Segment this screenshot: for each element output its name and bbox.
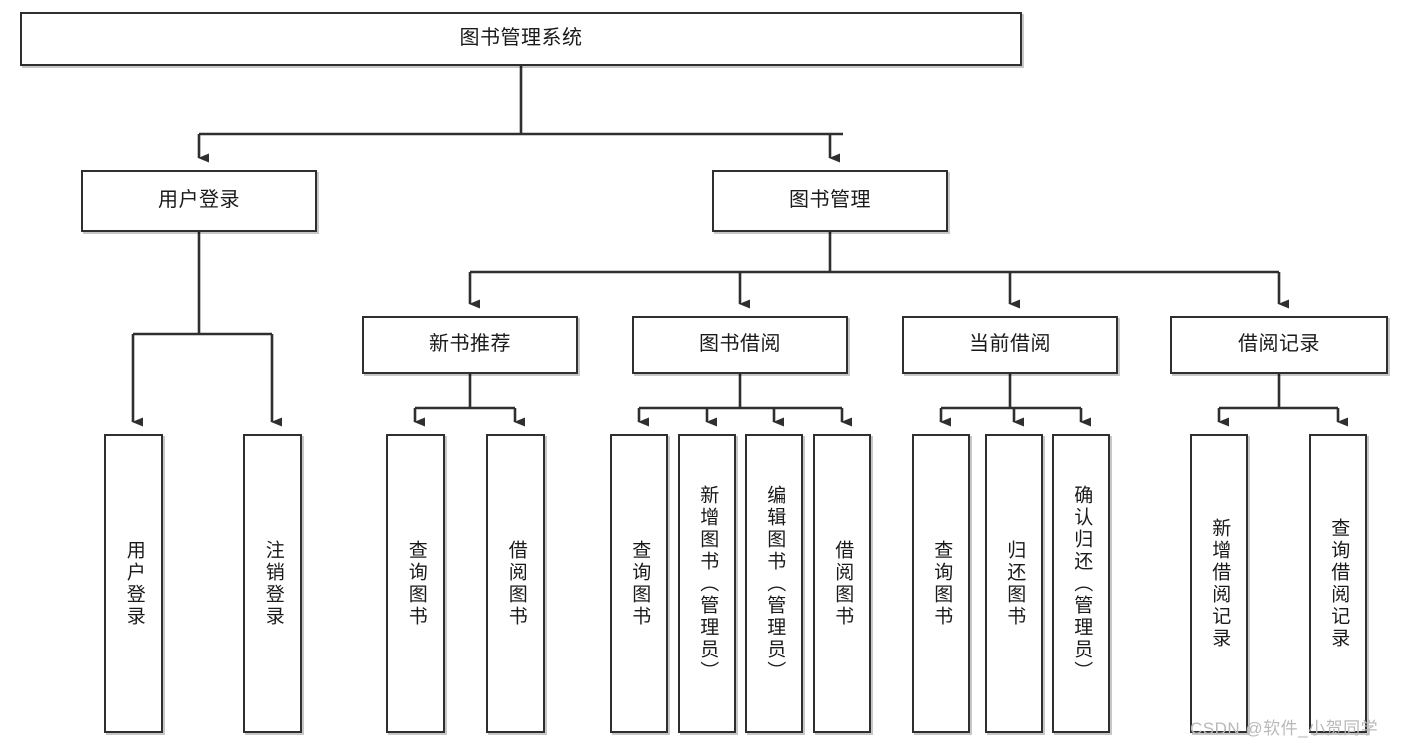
leaf-bb-query-book[interactable]: 查询图书	[610, 434, 668, 733]
leaf-bb-borrow-book-label: 借阅图书	[832, 539, 854, 628]
book-manage-connectors	[468, 232, 1289, 309]
leaf-rc-add-record[interactable]: 新增借阅记录	[1190, 434, 1248, 733]
node-current-borrow-label: 当前借阅	[969, 333, 1051, 356]
leaf-cb-return-book-label: 归还图书	[1004, 539, 1026, 628]
leaf-nb-borrow-book[interactable]: 借阅图书	[486, 434, 545, 733]
leaf-rc-add-record-label: 新增借阅记录	[1209, 517, 1231, 650]
leaf-cb-query-book-label: 查询图书	[931, 539, 953, 628]
node-root[interactable]: 图书管理系统	[20, 12, 1022, 66]
leaf-bb-query-book-label: 查询图书	[629, 539, 651, 628]
current-connectors	[939, 374, 1091, 427]
leaf-user-logout-label: 注销登录	[262, 539, 284, 628]
node-user-login-label: 用户登录	[158, 189, 240, 212]
leaf-cb-confirm-return-admin-label: 确认归还（管理员）	[1071, 484, 1093, 683]
leaf-cb-query-book[interactable]: 查询图书	[912, 434, 970, 733]
user-login-connectors	[131, 232, 282, 427]
node-book-management[interactable]: 图书管理	[712, 170, 948, 232]
borrow-connectors	[637, 374, 852, 427]
node-borrow-record[interactable]: 借阅记录	[1170, 316, 1388, 374]
leaf-bb-edit-book-admin[interactable]: 编辑图书（管理员）	[745, 434, 803, 733]
node-borrow-record-label: 借阅记录	[1238, 333, 1320, 356]
new-book-connectors	[413, 374, 525, 427]
node-current-borrow[interactable]: 当前借阅	[902, 316, 1118, 374]
leaf-user-login-label: 用户登录	[123, 539, 145, 628]
leaf-rc-query-record-label: 查询借阅记录	[1328, 517, 1350, 650]
node-user-login[interactable]: 用户登录	[81, 170, 317, 232]
leaf-cb-confirm-return-admin[interactable]: 确认归还（管理员）	[1052, 434, 1110, 733]
node-new-book-recommend[interactable]: 新书推荐	[362, 316, 578, 374]
leaf-bb-edit-book-admin-label: 编辑图书（管理员）	[764, 484, 786, 683]
leaf-nb-query-book[interactable]: 查询图书	[386, 434, 445, 733]
leaf-bb-add-book-admin-label: 新增图书（管理员）	[697, 484, 719, 683]
node-book-borrow[interactable]: 图书借阅	[632, 316, 848, 374]
record-connectors	[1217, 374, 1348, 427]
leaf-bb-borrow-book[interactable]: 借阅图书	[813, 434, 871, 733]
leaf-rc-query-record[interactable]: 查询借阅记录	[1309, 434, 1367, 733]
leaf-user-login[interactable]: 用户登录	[104, 434, 163, 733]
node-new-book-recommend-label: 新书推荐	[429, 333, 511, 356]
leaf-user-logout[interactable]: 注销登录	[243, 434, 302, 733]
root-to-level2-connectors	[197, 66, 843, 163]
leaf-nb-borrow-book-label: 借阅图书	[505, 539, 527, 628]
node-root-label: 图书管理系统	[459, 27, 583, 50]
leaf-cb-return-book[interactable]: 归还图书	[985, 434, 1043, 733]
node-book-management-label: 图书管理	[789, 189, 871, 212]
leaf-nb-query-book-label: 查询图书	[405, 539, 427, 628]
node-book-borrow-label: 图书借阅	[699, 333, 781, 356]
leaf-bb-add-book-admin[interactable]: 新增图书（管理员）	[678, 434, 736, 733]
